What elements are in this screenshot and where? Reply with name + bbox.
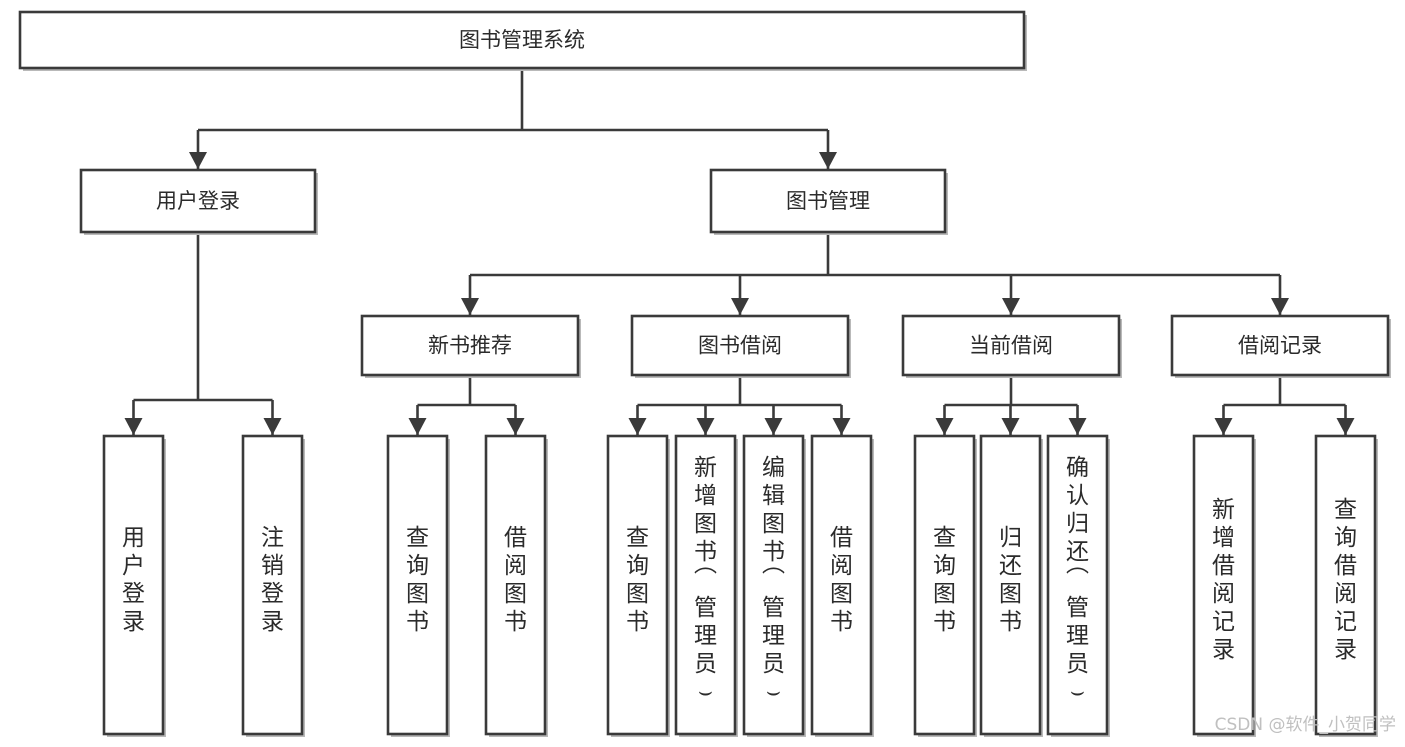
node-label: 确认归还⌒管理员⌣	[1066, 455, 1089, 705]
node-rect[interactable]	[1314, 434, 1377, 736]
node-rect[interactable]	[360, 314, 580, 377]
node-label: 用户登录	[122, 525, 145, 635]
edge-record-to-leaves	[1214, 375, 1355, 435]
node-label: 归还图书	[999, 525, 1022, 635]
node-borrow-record[interactable]: 借阅记录	[1170, 314, 1391, 378]
arrow-head-icon	[628, 418, 647, 435]
node-label: 注销登录	[261, 525, 284, 635]
arrow-head-icon	[124, 418, 143, 435]
arrow-head-icon	[1214, 418, 1233, 435]
node-leaf-edit-book[interactable]: 编辑图书⌒管理员⌣	[742, 434, 806, 737]
arrow-head-icon	[506, 418, 525, 435]
node-rect[interactable]	[386, 434, 449, 736]
node-rect[interactable]	[606, 434, 669, 736]
node-rect[interactable]	[18, 10, 1026, 70]
csdn-watermark: CSDN @软件_小贺同学	[1215, 715, 1396, 735]
node-current-borrow[interactable]: 当前借阅	[901, 314, 1122, 378]
node-rect[interactable]	[630, 314, 850, 377]
node-rect[interactable]	[1046, 434, 1109, 736]
node-label: 当前借阅	[969, 334, 1053, 358]
arrow-head-icon	[263, 418, 282, 435]
node-label: 借阅图书	[504, 525, 527, 635]
arrow-head-icon	[461, 298, 479, 315]
arrow-head-icon	[408, 418, 427, 435]
arrow-head-icon	[832, 418, 851, 435]
node-label: 图书管理系统	[459, 28, 585, 52]
node-layer: 图书管理系统用户登录图书管理新书推荐图书借阅当前借阅借阅记录用户登录注销登录查询…	[18, 10, 1391, 737]
edge-borrow-to-leaves	[628, 375, 851, 435]
arrow-head-icon	[1336, 418, 1355, 435]
edge-bookmgmt-to-level3	[461, 232, 1289, 315]
arrow-head-icon	[935, 418, 954, 435]
edge-current-to-leaves	[935, 375, 1087, 435]
node-leaf-user-logout[interactable]: 注销登录	[241, 434, 305, 737]
node-leaf-confirm-return[interactable]: 确认归还⌒管理员⌣	[1046, 434, 1110, 737]
node-book-management[interactable]: 图书管理	[709, 168, 948, 235]
node-new-book-recommend[interactable]: 新书推荐	[360, 314, 581, 378]
node-leaf-borrow-book[interactable]: 借阅图书	[810, 434, 874, 737]
node-leaf-return-book[interactable]: 归还图书	[979, 434, 1043, 737]
node-label: 图书管理	[786, 189, 870, 213]
arrow-head-icon	[1068, 418, 1087, 435]
node-rect[interactable]	[241, 434, 304, 736]
node-leaf-borrow-book-recommend[interactable]: 借阅图书	[484, 434, 548, 737]
node-label: 图书借阅	[698, 334, 782, 358]
node-rect[interactable]	[102, 434, 165, 736]
arrow-head-icon	[189, 152, 207, 169]
connector-layer	[124, 68, 1355, 435]
node-label: 编辑图书⌒管理员⌣	[762, 455, 785, 705]
node-rect[interactable]	[901, 314, 1121, 377]
node-label: 新书推荐	[428, 334, 512, 358]
arrow-head-icon	[1002, 298, 1020, 315]
arrow-head-icon	[764, 418, 783, 435]
node-rect[interactable]	[709, 168, 947, 234]
node-user-login[interactable]: 用户登录	[79, 168, 318, 235]
node-label: 借阅记录	[1238, 334, 1322, 358]
node-leaf-add-book[interactable]: 新增图书⌒管理员⌣	[674, 434, 738, 737]
node-label: 查询图书	[626, 525, 649, 635]
node-label: 借阅图书	[830, 525, 853, 635]
edge-root-to-level2	[189, 68, 837, 169]
node-rect[interactable]	[979, 434, 1042, 736]
arrow-head-icon	[1271, 298, 1289, 315]
node-book-borrow[interactable]: 图书借阅	[630, 314, 851, 378]
node-rect[interactable]	[1192, 434, 1255, 736]
node-label: 查询图书	[933, 525, 956, 635]
arrow-head-icon	[731, 298, 749, 315]
arrow-head-icon	[696, 418, 715, 435]
node-rect[interactable]	[1170, 314, 1390, 377]
node-label: 新增借阅记录	[1212, 497, 1235, 663]
node-label: 查询图书	[406, 525, 429, 635]
node-leaf-query-book-current[interactable]: 查询图书	[913, 434, 977, 737]
node-leaf-user-login[interactable]: 用户登录	[102, 434, 166, 737]
node-leaf-add-borrow-record[interactable]: 新增借阅记录	[1192, 434, 1256, 737]
node-root[interactable]: 图书管理系统	[18, 10, 1027, 71]
node-rect[interactable]	[79, 168, 317, 234]
node-leaf-query-book-recommend[interactable]: 查询图书	[386, 434, 450, 737]
node-label: 新增图书⌒管理员⌣	[694, 455, 717, 705]
node-leaf-query-borrow-record[interactable]: 查询借阅记录	[1314, 434, 1378, 737]
node-rect[interactable]	[810, 434, 873, 736]
node-rect[interactable]	[484, 434, 547, 736]
edge-userlogin-to-leaves	[124, 232, 282, 435]
node-rect[interactable]	[674, 434, 737, 736]
node-label: 用户登录	[156, 189, 240, 213]
node-label: 查询借阅记录	[1334, 497, 1357, 663]
arrow-head-icon	[1001, 418, 1020, 435]
node-rect[interactable]	[742, 434, 805, 736]
arrow-head-icon	[819, 152, 837, 169]
edge-recommend-to-leaves	[408, 375, 525, 435]
node-leaf-query-book-borrow[interactable]: 查询图书	[606, 434, 670, 737]
node-rect[interactable]	[913, 434, 976, 736]
